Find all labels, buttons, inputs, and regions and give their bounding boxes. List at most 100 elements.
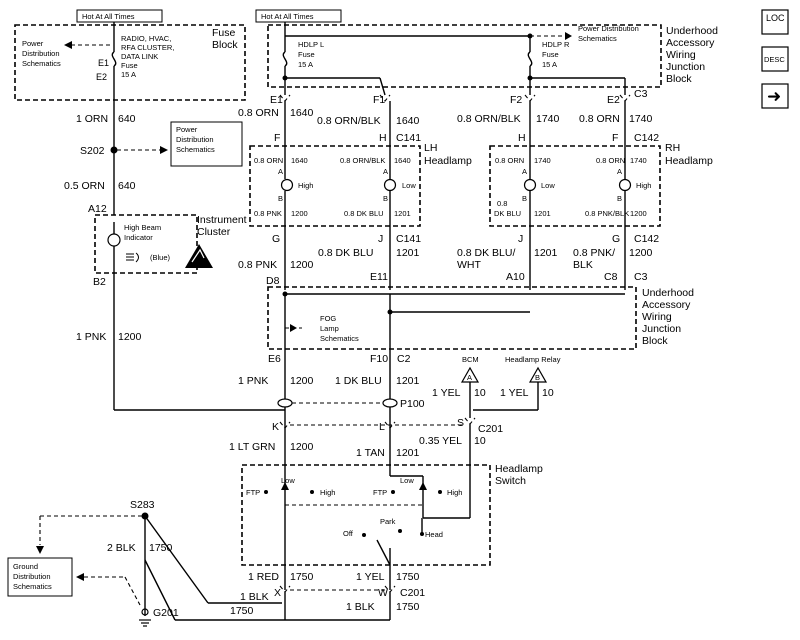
svg-text:0.8 DK BLU: 0.8 DK BLU: [318, 247, 373, 259]
rh-high-bulb-icon: [618, 178, 632, 192]
svg-text:1640: 1640: [290, 107, 314, 119]
svg-text:Indicator: Indicator: [124, 233, 153, 242]
svg-text:Underhood: Underhood: [666, 25, 718, 37]
svg-text:FOG: FOG: [320, 314, 336, 323]
svg-text:1 PNK: 1 PNK: [76, 331, 106, 343]
svg-text:Junction: Junction: [666, 61, 705, 73]
svg-text:1740: 1740: [534, 156, 551, 165]
svg-text:Instrument: Instrument: [197, 214, 247, 226]
svg-text:1640: 1640: [394, 156, 411, 165]
svg-text:0.8: 0.8: [497, 199, 507, 208]
svg-text:Distribution: Distribution: [176, 135, 214, 144]
svg-text:E1: E1: [98, 58, 109, 68]
arrow-right-icon: ➜: [767, 87, 781, 106]
svg-text:640: 640: [118, 113, 136, 125]
svg-text:B: B: [383, 194, 388, 203]
svg-text:1750: 1750: [396, 571, 420, 583]
fuse-block-title: Fuse: [212, 27, 236, 39]
svg-text:H: H: [379, 132, 387, 144]
svg-text:P100: P100: [400, 398, 425, 410]
svg-text:1 RED: 1 RED: [248, 571, 279, 583]
svg-text:1200: 1200: [290, 441, 314, 453]
svg-text:1 YEL: 1 YEL: [356, 571, 385, 583]
svg-text:FTP: FTP: [373, 488, 387, 497]
svg-text:0.8 PNK: 0.8 PNK: [254, 209, 282, 218]
svg-text:1 TAN: 1 TAN: [356, 447, 385, 459]
svg-text:Headlamp: Headlamp: [495, 463, 543, 475]
loc-button[interactable]: LOC: [761, 9, 789, 35]
svg-text:B: B: [617, 194, 622, 203]
svg-text:C142: C142: [634, 233, 659, 245]
top-wires: 0.8 ORN 1640 0.8 ORN/BLK 1640 0.8 ORN/BL…: [238, 101, 653, 140]
lh-low-bulb-icon: [383, 178, 397, 192]
svg-text:1201: 1201: [534, 247, 558, 259]
mid-labels: 0.8 PNK 1200 0.8 DK BLU 1201 0.8 DK BLU/…: [238, 247, 653, 287]
svg-text:Fuse: Fuse: [542, 50, 559, 59]
svg-text:G: G: [272, 233, 280, 245]
svg-text:Accessory: Accessory: [666, 37, 715, 49]
svg-text:(Blue): (Blue): [150, 253, 171, 262]
svg-text:RH: RH: [665, 142, 680, 154]
svg-text:1200: 1200: [291, 209, 308, 218]
svg-text:C201: C201: [478, 423, 503, 435]
ground-g201-icon: [141, 608, 149, 616]
svg-text:J: J: [378, 233, 383, 245]
svg-text:1201: 1201: [396, 375, 420, 387]
svg-text:S: S: [457, 417, 464, 429]
headlamp-wiring: [284, 140, 626, 290]
svg-text:15 A: 15 A: [298, 60, 313, 69]
svg-text:B2: B2: [93, 276, 106, 288]
hot-at-all-times-label: Hot At All Times: [82, 12, 135, 21]
svg-text:0.5 ORN: 0.5 ORN: [64, 180, 105, 192]
svg-text:F: F: [612, 132, 618, 144]
next-button[interactable]: ➜: [761, 83, 789, 109]
svg-text:Lamp: Lamp: [320, 324, 339, 333]
svg-text:High Beam: High Beam: [124, 223, 161, 232]
svg-text:0.8 ORN/BLK: 0.8 ORN/BLK: [457, 113, 521, 125]
svg-text:S202: S202: [80, 145, 105, 157]
svg-text:640: 640: [118, 180, 136, 192]
svg-text:RFA CLUSTER,: RFA CLUSTER,: [121, 43, 174, 52]
svg-text:High: High: [447, 488, 462, 497]
svg-text:15 A: 15 A: [121, 70, 136, 79]
svg-text:Distribution: Distribution: [22, 49, 60, 58]
svg-text:Power: Power: [22, 39, 44, 48]
svg-text:Schematics: Schematics: [13, 582, 52, 591]
svg-text:F10: F10: [370, 353, 388, 365]
svg-text:1 YEL: 1 YEL: [432, 387, 461, 399]
svg-text:1200: 1200: [630, 209, 647, 218]
svg-text:Power: Power: [176, 125, 198, 134]
svg-text:1750: 1750: [290, 571, 314, 583]
svg-text:Block: Block: [666, 73, 692, 85]
svg-text:1201: 1201: [396, 247, 420, 259]
svg-text:0.8 ORN: 0.8 ORN: [238, 107, 279, 119]
svg-text:K: K: [272, 421, 279, 433]
svg-text:0.8 PNK: 0.8 PNK: [238, 259, 277, 271]
svg-text:0.8 DK BLU/: 0.8 DK BLU/: [457, 247, 515, 259]
desc-button[interactable]: DESC: [761, 46, 789, 72]
svg-text:1740: 1740: [630, 156, 647, 165]
svg-text:Switch: Switch: [495, 475, 526, 487]
svg-text:E6: E6: [268, 353, 281, 365]
svg-text:1 PNK: 1 PNK: [238, 375, 268, 387]
svg-text:S283: S283: [130, 499, 155, 511]
svg-text:15 A: 15 A: [542, 60, 557, 69]
svg-text:A: A: [522, 167, 527, 176]
svg-text:0.8 ORN/BLK: 0.8 ORN/BLK: [317, 115, 381, 127]
svg-text:Low: Low: [402, 181, 416, 190]
svg-text:Wiring: Wiring: [642, 311, 672, 323]
svg-text:Fuse: Fuse: [298, 50, 315, 59]
svg-text:0.8 ORN: 0.8 ORN: [596, 156, 625, 165]
desc-label: DESC: [764, 55, 785, 64]
svg-text:1201: 1201: [396, 447, 420, 459]
svg-text:Block: Block: [642, 335, 668, 347]
svg-text:1200: 1200: [290, 259, 314, 271]
svg-text:LH: LH: [424, 142, 437, 154]
svg-text:Headlamp: Headlamp: [424, 155, 472, 167]
svg-text:0.8 PNK/BLK: 0.8 PNK/BLK: [585, 209, 629, 218]
svg-text:E2: E2: [96, 72, 107, 82]
svg-text:Accessory: Accessory: [642, 299, 691, 311]
svg-text:1201: 1201: [534, 209, 551, 218]
svg-text:Park: Park: [380, 517, 396, 526]
